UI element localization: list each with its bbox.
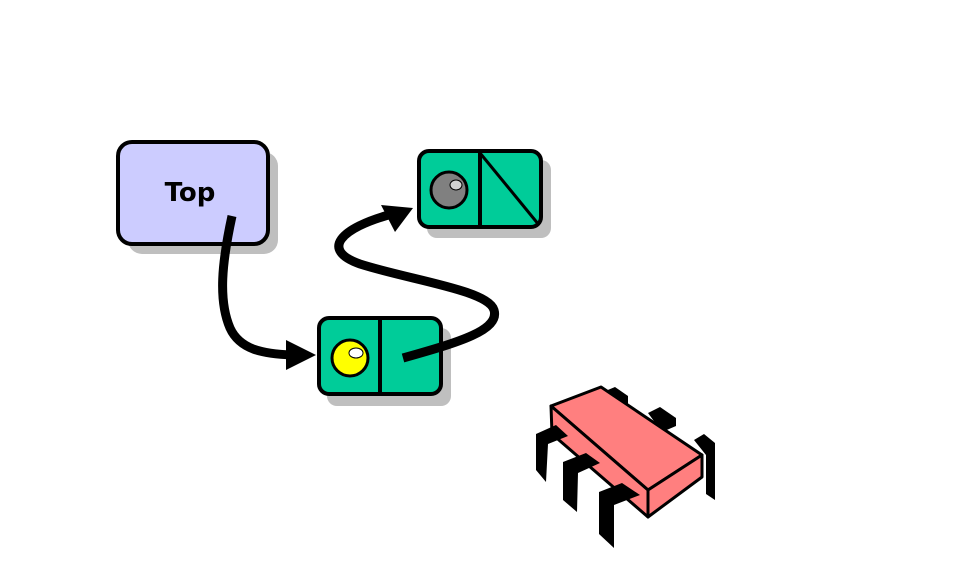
active-pointer-dot-highlight	[348, 347, 364, 359]
list-node-2	[417, 149, 551, 238]
chip-pin-front-3	[599, 483, 640, 548]
null-pointer-slash	[478, 152, 541, 226]
chip-pin-back-2	[648, 407, 676, 432]
microchip-icon	[536, 385, 715, 548]
arrow-node-1-to-node-2-line	[334, 209, 500, 363]
arrow-node-1-to-node-2	[334, 205, 500, 363]
top-node: Top	[116, 140, 278, 254]
arrow-top-to-node-1-line	[218, 215, 293, 360]
null-pointer-dot	[429, 170, 469, 210]
active-pointer-dot	[330, 338, 370, 378]
arrow-top-to-node-1-head	[286, 340, 316, 370]
arrow-node-1-to-node-2-head	[381, 205, 413, 232]
list-node-1	[317, 316, 451, 406]
chip-pin-back-3	[694, 434, 715, 500]
chip-side	[646, 453, 704, 519]
null-pointer-dot-highlight	[449, 179, 463, 191]
arrow-top-to-node-1	[218, 215, 316, 370]
top-node-label: Top	[165, 178, 216, 208]
chip-pin-front-1	[536, 425, 568, 482]
chip-pin-front-2	[563, 453, 600, 512]
